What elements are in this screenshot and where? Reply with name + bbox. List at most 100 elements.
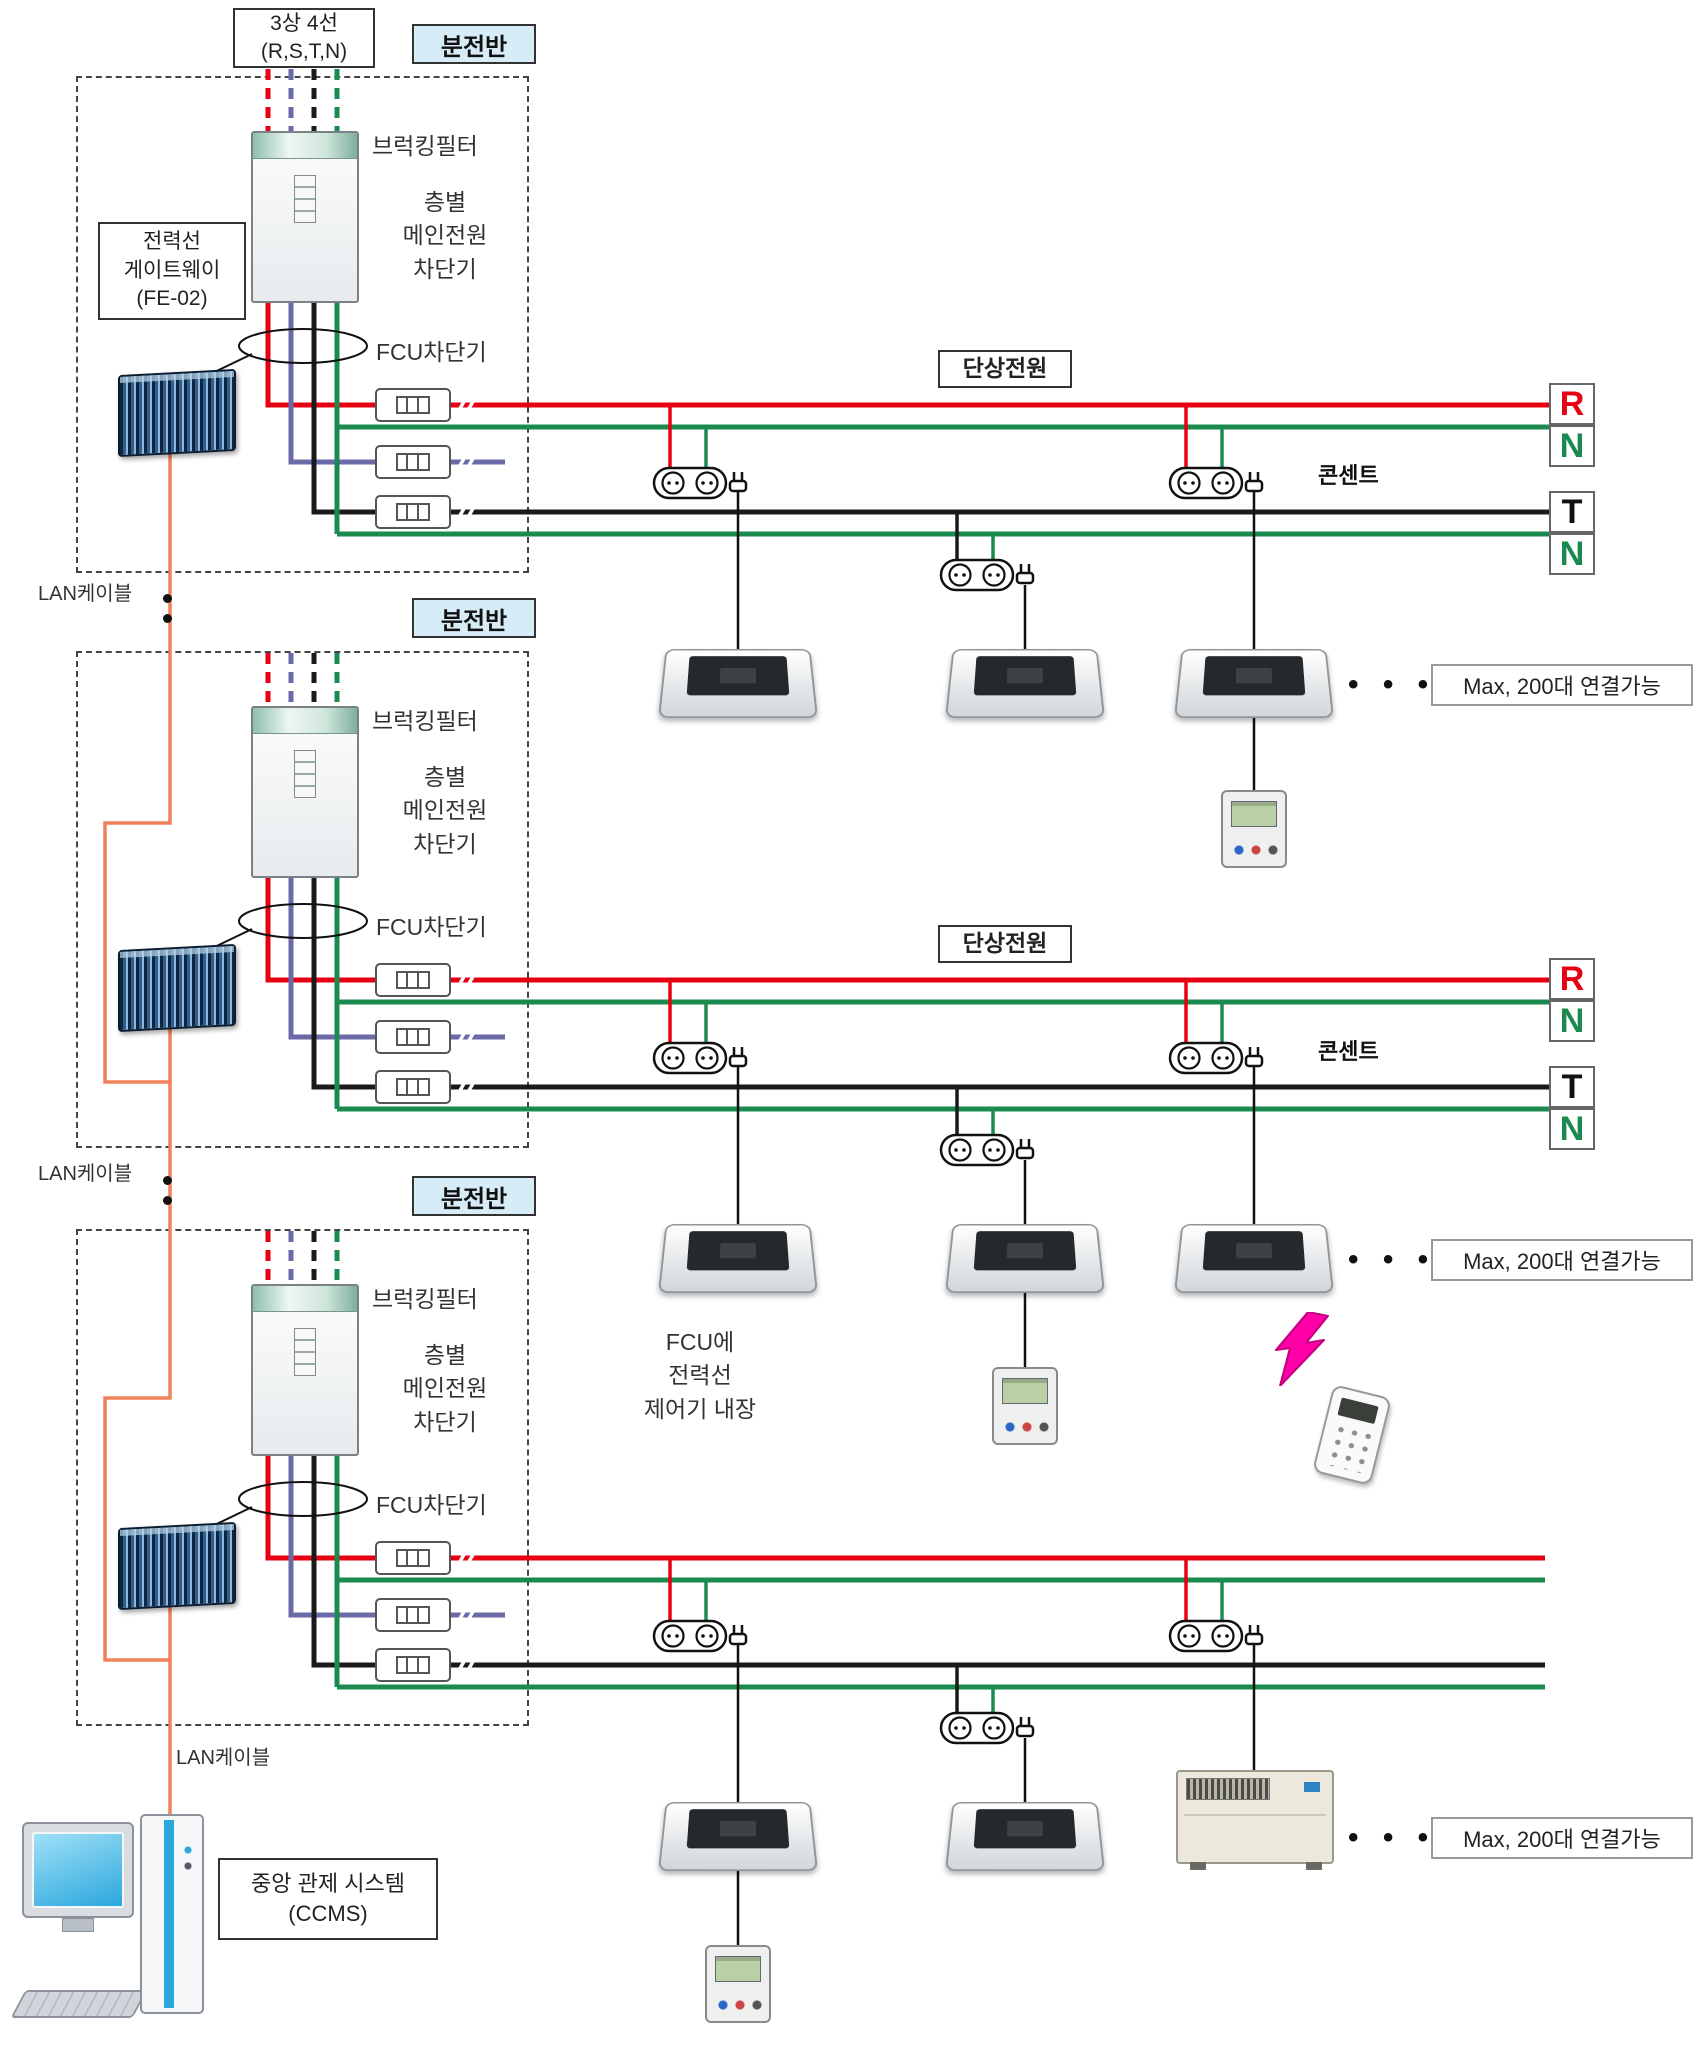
console-grille [1186, 1778, 1270, 1800]
breaker-grid-icon [396, 453, 430, 471]
cassette-grille [1202, 656, 1306, 696]
power-outlet [939, 1711, 1015, 1745]
fcu-breaker-device [375, 1541, 451, 1575]
keyboard [10, 1990, 148, 2018]
continuation-dots: • • • [1348, 1821, 1437, 1854]
phase-r-box: R [1549, 383, 1595, 425]
max-units-label: Max, 200대 연결가능 [1431, 1817, 1693, 1859]
power-outlet [1168, 1041, 1244, 1075]
fcu-breaker-device [375, 1598, 451, 1632]
ceiling-cassette [1174, 630, 1334, 718]
lan-cable-label: LAN케이블 [38, 1163, 133, 1185]
cassette-grille [973, 656, 1077, 696]
power-outlet [1168, 466, 1244, 500]
lan-cable-label: LAN케이블 [38, 583, 133, 605]
power-outlet [652, 466, 728, 500]
outlet-label: 콘센트 [1318, 463, 1379, 488]
fcu-breaker-device [375, 445, 451, 479]
tower-stripe [164, 1820, 174, 2008]
controller-screen [1231, 801, 1277, 827]
blocking-filter-label: 브럭킹필터 [372, 133, 478, 159]
plug-icon [1015, 1137, 1035, 1160]
panel-tag-1: 분전반 [412, 24, 536, 64]
ceiling-cassette [658, 630, 818, 718]
single-phase-label: 단상전원 [938, 350, 1072, 388]
plug-icon [1244, 1045, 1264, 1068]
blocking-filter-label: 브럭킹필터 [372, 708, 478, 734]
ceiling-cassette [1174, 1205, 1334, 1293]
powerline-gateway-label: 전력선 게이트웨이 (FE-02) [98, 222, 246, 320]
cassette-grille [686, 656, 790, 696]
plug-icon [728, 1045, 748, 1068]
neutral-n-box: N [1549, 425, 1595, 467]
plug-icon [1015, 1715, 1035, 1738]
power-outlet [652, 1041, 728, 1075]
plug-icon [1244, 470, 1264, 493]
three-phase-four-wire-label: 3상 4선 (R,S,T,N) [233, 8, 375, 68]
power-outlet [652, 1619, 728, 1653]
monitor-stand [62, 1918, 94, 1932]
powerline-coupler-ellipse [238, 1481, 368, 1517]
power-outlet [939, 558, 1015, 592]
remote-buttons [1325, 1421, 1373, 1474]
lan-cable-label: LAN케이블 [176, 1747, 271, 1769]
fcu-breaker-label: FCU차단기 [376, 914, 487, 940]
remote-screen [1337, 1397, 1379, 1425]
phase-t-box: T [1549, 491, 1595, 533]
blocking-filter-label: 브럭킹필터 [372, 1286, 478, 1312]
ccms-monitor-screen [32, 1832, 124, 1908]
breaker-grid-icon [396, 396, 430, 414]
controller-buttons [1229, 840, 1279, 860]
max-units-label: Max, 200대 연결가능 [1431, 664, 1693, 706]
neutral-n-box: N [1549, 1108, 1595, 1150]
filter-top-band [253, 133, 357, 159]
plug-icon [728, 470, 748, 493]
console-logo [1304, 1782, 1320, 1792]
fcu-breaker-device [375, 495, 451, 529]
filter-terminal [294, 175, 316, 223]
max-units-label: Max, 200대 연결가능 [1431, 1239, 1693, 1281]
ceiling-cassette [658, 1205, 818, 1293]
wall-controller [705, 1945, 771, 2023]
powerline-gateway-device [118, 943, 236, 1033]
blocking-filter-device [251, 131, 359, 303]
fcu-breaker-label: FCU차단기 [376, 339, 487, 365]
console-unit [1176, 1770, 1334, 1870]
neutral-n-box: N [1549, 1000, 1595, 1042]
fcu-breaker-device [375, 1070, 451, 1104]
continuation-dots-vertical [163, 1176, 172, 1205]
main-breaker-label: 층별 메인전원 차단기 [402, 764, 488, 857]
distribution-panel-1 [76, 76, 529, 573]
wall-controller [1221, 790, 1287, 868]
continuation-dots: • • • [1348, 1243, 1437, 1276]
distribution-panel-2 [76, 651, 529, 1148]
fcu-breaker-device [375, 963, 451, 997]
three-phase-line1: 3상 4선 [270, 11, 338, 35]
ceiling-cassette [945, 630, 1105, 718]
blocking-filter-device [251, 1284, 359, 1456]
phase-r-box: R [1549, 958, 1595, 1000]
single-phase-label: 단상전원 [938, 925, 1072, 963]
ccms-monitor [22, 1822, 134, 1918]
panel-tag-3: 분전반 [412, 1176, 536, 1216]
power-outlet [1168, 1619, 1244, 1653]
fcu-builtin-note: FCU에 전력선 제어기 내장 [643, 1329, 757, 1422]
powerline-gateway-device [118, 1521, 236, 1611]
floor2-wiring [197, 653, 1549, 1367]
plug-icon [728, 1623, 748, 1646]
main-breaker-label: 층별 메인전원 차단기 [402, 189, 488, 282]
powerline-coupler-ellipse [238, 903, 368, 939]
wall-controller [992, 1367, 1058, 1445]
floor1-wiring [197, 50, 1549, 792]
ceiling-cassette [945, 1783, 1105, 1871]
distribution-panel-3 [76, 1229, 529, 1726]
panel-tag-2: 분전반 [412, 598, 536, 638]
fcu-breaker-label: FCU차단기 [376, 1492, 487, 1518]
ceiling-cassette [945, 1205, 1105, 1293]
ceiling-cassette [658, 1783, 818, 1871]
floor3-wiring [197, 1231, 1545, 1945]
lan-cable-run [103, 452, 172, 1818]
power-outlet [939, 1133, 1015, 1167]
powerline-gateway-device [118, 368, 236, 458]
